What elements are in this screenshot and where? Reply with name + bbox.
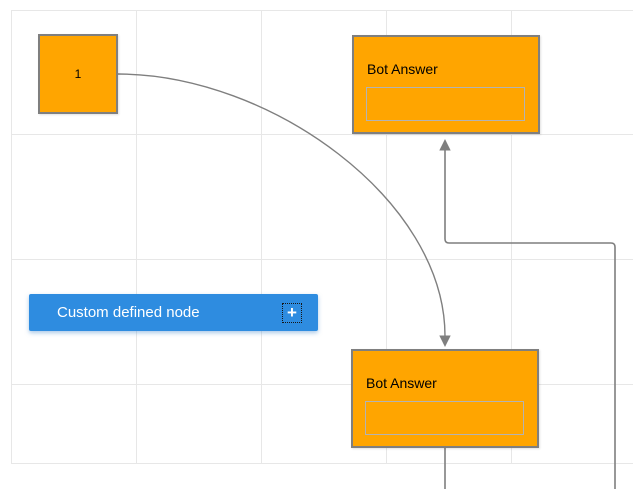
bot-answer-top-title: Bot Answer [367, 61, 438, 77]
connector-curve[interactable] [117, 73, 451, 347]
node-start[interactable]: 1 [38, 34, 118, 114]
node-bot-answer-top[interactable]: Bot Answer [352, 35, 540, 134]
arrowhead-down [439, 335, 451, 347]
bot-answer-bottom-input[interactable] [365, 401, 524, 435]
node-start-label: 1 [74, 67, 82, 81]
node-bot-answer-bottom[interactable]: Bot Answer [351, 349, 539, 448]
connector-orthogonal[interactable] [439, 139, 616, 489]
add-port-icon[interactable]: + [282, 303, 302, 323]
node-custom-defined[interactable]: Custom defined node + [29, 294, 318, 331]
bot-answer-bottom-title: Bot Answer [366, 375, 437, 391]
bot-answer-top-input[interactable] [366, 87, 525, 121]
arrowhead-up [439, 139, 451, 151]
custom-node-label: Custom defined node [57, 304, 200, 321]
